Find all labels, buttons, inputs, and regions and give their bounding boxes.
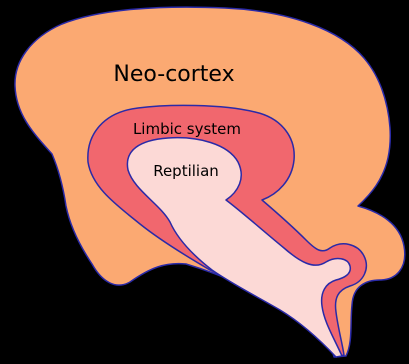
neocortex-label: Neo-cortex <box>113 62 234 87</box>
limbic-label: Limbic system <box>133 120 241 138</box>
reptilian-label: Reptilian <box>153 162 219 180</box>
